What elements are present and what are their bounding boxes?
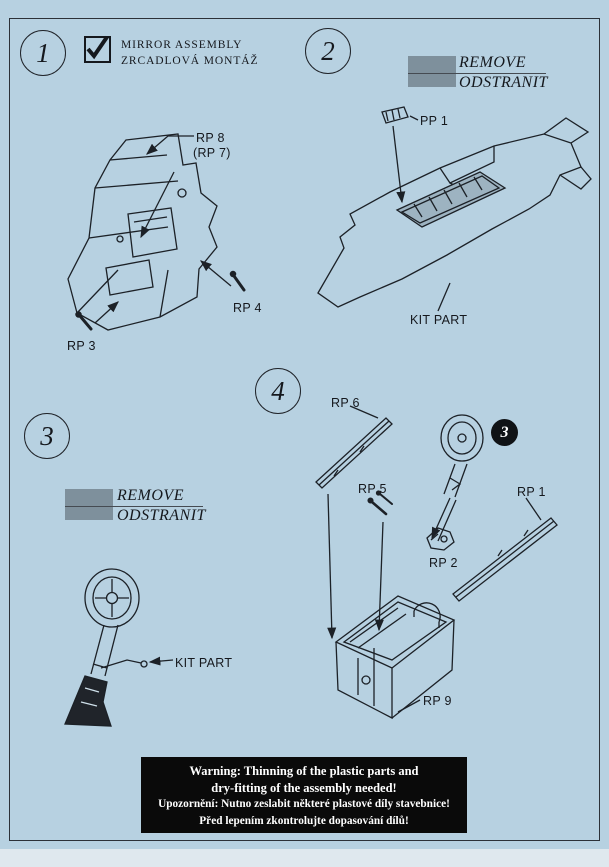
step3-reference-badge-text: 3 bbox=[500, 423, 509, 441]
page-border bbox=[9, 18, 600, 841]
label-rp6: RP 6 bbox=[331, 396, 360, 410]
warning-line-1: Warning: Thinning of the plastic parts a… bbox=[189, 764, 419, 778]
label-kit-part-step3: KIT PART bbox=[175, 656, 233, 670]
label-rp9: RP 9 bbox=[423, 694, 452, 708]
checkmark-icon bbox=[86, 35, 109, 60]
remove-divider-step2 bbox=[408, 73, 546, 75]
label-kit-part-step2: KIT PART bbox=[410, 313, 468, 327]
step-3-number-text: 3 bbox=[40, 420, 54, 451]
remove-label-en-step3: REMOVE bbox=[117, 487, 184, 504]
mirror-assembly-label-en: MIRROR ASSEMBLY bbox=[121, 39, 243, 51]
label-rp5: RP 5 bbox=[358, 482, 387, 496]
step-4-number: 4 bbox=[255, 368, 301, 414]
label-rp3: RP 3 bbox=[67, 339, 96, 353]
step-2-number-text: 2 bbox=[321, 35, 335, 66]
mirror-assembly-label-cz: ZRCADLOVÁ MONTÁŽ bbox=[121, 55, 259, 67]
label-rp7: (RP 7) bbox=[193, 146, 231, 160]
label-pp1: PP 1 bbox=[420, 114, 449, 128]
step-3-number: 3 bbox=[24, 413, 70, 459]
step4-gear-bay-diagram bbox=[315, 405, 558, 720]
warning-line-2: dry-fitting of the assembly needed! bbox=[211, 780, 397, 795]
warning-line-4: Před lepením zkontrolujte dopasování díl… bbox=[199, 814, 409, 827]
label-rp8: RP 8 bbox=[196, 131, 225, 145]
remove-label-cz-step2: ODSTRANIT bbox=[459, 74, 548, 91]
step3-landing-gear-diagram bbox=[64, 568, 174, 727]
step3-reference-badge: 3 bbox=[491, 419, 518, 446]
step-1-number-text: 1 bbox=[36, 37, 50, 68]
step1-cockpit-diagram bbox=[67, 133, 246, 331]
warning-box: Warning: Thinning of the plastic parts a… bbox=[141, 757, 467, 833]
label-rp4: RP 4 bbox=[233, 301, 262, 315]
paper-edge bbox=[0, 849, 609, 867]
remove-color-swatch-step2 bbox=[408, 56, 456, 87]
remove-label-en-step2: REMOVE bbox=[459, 54, 526, 71]
remove-label-cz-step3: ODSTRANIT bbox=[117, 507, 206, 524]
step-2-number: 2 bbox=[305, 28, 351, 74]
step-4-number-text: 4 bbox=[271, 375, 285, 406]
step-1-number: 1 bbox=[20, 30, 66, 76]
label-rp2: RP 2 bbox=[429, 556, 458, 570]
remove-color-swatch-step3 bbox=[65, 489, 113, 520]
mirror-assembly-checkbox bbox=[84, 35, 111, 63]
label-rp1: RP 1 bbox=[517, 485, 546, 499]
remove-divider-step3 bbox=[65, 506, 203, 508]
step2-fuselage-diagram bbox=[317, 106, 592, 312]
warning-line-3: Upozornění: Nutno zeslabit některé plast… bbox=[158, 798, 450, 810]
